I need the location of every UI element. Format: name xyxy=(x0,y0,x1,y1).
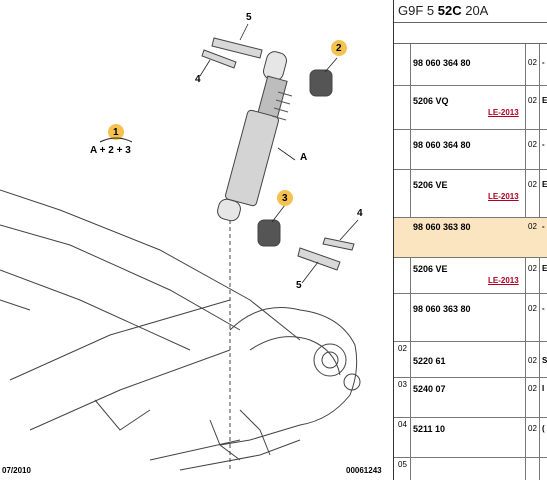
truncated-text: - xyxy=(542,58,545,67)
part-row[interactable]: 98 060 363 80 02- xyxy=(394,218,547,258)
column-divider xyxy=(539,44,540,480)
truncated-text: ( xyxy=(542,424,545,433)
part-row[interactable]: 03 5240 07 02 I xyxy=(394,378,547,418)
quantity: 02 xyxy=(528,96,537,105)
part-number: 98 060 364 80 xyxy=(413,58,471,68)
quantity: 02 xyxy=(528,424,537,433)
callout-1: 1 xyxy=(113,127,119,138)
part-number: 5211 10 xyxy=(413,424,446,434)
part-number: 5206 VE xyxy=(413,180,448,190)
ref-prefix: G9F 5 xyxy=(398,3,438,18)
part-row[interactable]: 05 xyxy=(394,458,547,480)
date-tag-link[interactable]: LE-2013 xyxy=(488,192,519,201)
callout-1-formula: A + 2 + 3 xyxy=(90,145,131,156)
part-row[interactable]: 04 5211 10 02 ( xyxy=(394,418,547,458)
row-index: 04 xyxy=(398,420,407,429)
part-row[interactable]: 5206 VE 02 E LE-2013 xyxy=(394,170,547,218)
truncated-text: - xyxy=(542,222,545,231)
diagram-code: 00061243 xyxy=(346,466,382,475)
column-divider xyxy=(525,44,526,480)
callout-4-bottom: 4 xyxy=(357,208,363,219)
ref-suffix: 20A xyxy=(461,3,489,18)
part-row[interactable]: 5206 VE 02 E LE-2013 xyxy=(394,258,547,294)
row-index: 02 xyxy=(398,344,407,353)
quantity: 02 xyxy=(528,304,537,313)
part-number: 5206 VQ xyxy=(413,96,449,106)
quantity: 02 xyxy=(528,58,537,67)
truncated-text: S xyxy=(542,356,547,365)
callout-2: 2 xyxy=(336,43,342,54)
truncated-text: - xyxy=(542,140,545,149)
part-number: 98 060 363 80 xyxy=(413,304,471,314)
truncated-text: E xyxy=(542,180,547,189)
exploded-diagram: 5 4 2 1 A + 2 + 3 A 3 4 5 07/2010 000612… xyxy=(0,12,382,475)
reference-header: G9F 5 52C 20A xyxy=(394,0,547,22)
callout-4-top: 4 xyxy=(195,74,201,85)
table-subheader xyxy=(394,22,547,44)
quantity: 02 xyxy=(528,140,537,149)
callout-a: A xyxy=(300,152,308,163)
callout-5-bottom: 5 xyxy=(296,280,302,291)
quantity: 02 xyxy=(528,264,537,273)
callout-5-top: 5 xyxy=(246,12,252,23)
part-row[interactable]: 5206 VQ 02 E LE-2013 xyxy=(394,86,547,130)
row-index: 03 xyxy=(398,380,407,389)
quantity: 02 xyxy=(528,384,537,393)
ref-bold: 52C xyxy=(437,3,462,18)
date-tag-link[interactable]: LE-2013 xyxy=(488,108,519,117)
truncated-text: - xyxy=(542,304,545,313)
truncated-text: I xyxy=(542,384,545,393)
diagram-drawing xyxy=(0,23,361,471)
quantity: 02 xyxy=(528,222,537,231)
part-number: 98 060 364 80 xyxy=(413,140,471,150)
row-index: 05 xyxy=(398,460,407,469)
date-tag-link[interactable]: LE-2013 xyxy=(488,276,519,285)
part-number: 98 060 363 80 xyxy=(413,222,471,232)
part-row[interactable]: 98 060 364 80 02- xyxy=(394,44,547,86)
truncated-text: E xyxy=(542,96,547,105)
part-number: 5240 07 xyxy=(413,384,446,394)
part-number: 5206 VE xyxy=(413,264,448,274)
diagram-date: 07/2010 xyxy=(2,466,31,475)
part-row[interactable]: 98 060 364 80 02- xyxy=(394,130,547,170)
truncated-text: E xyxy=(542,264,547,273)
part-number: 5220 61 xyxy=(413,356,446,366)
callout-3: 3 xyxy=(282,193,288,204)
quantity: 02 xyxy=(528,180,537,189)
part-row[interactable]: 98 060 363 80 02- xyxy=(394,294,547,342)
column-divider xyxy=(410,44,411,480)
quantity: 02 xyxy=(528,356,537,365)
